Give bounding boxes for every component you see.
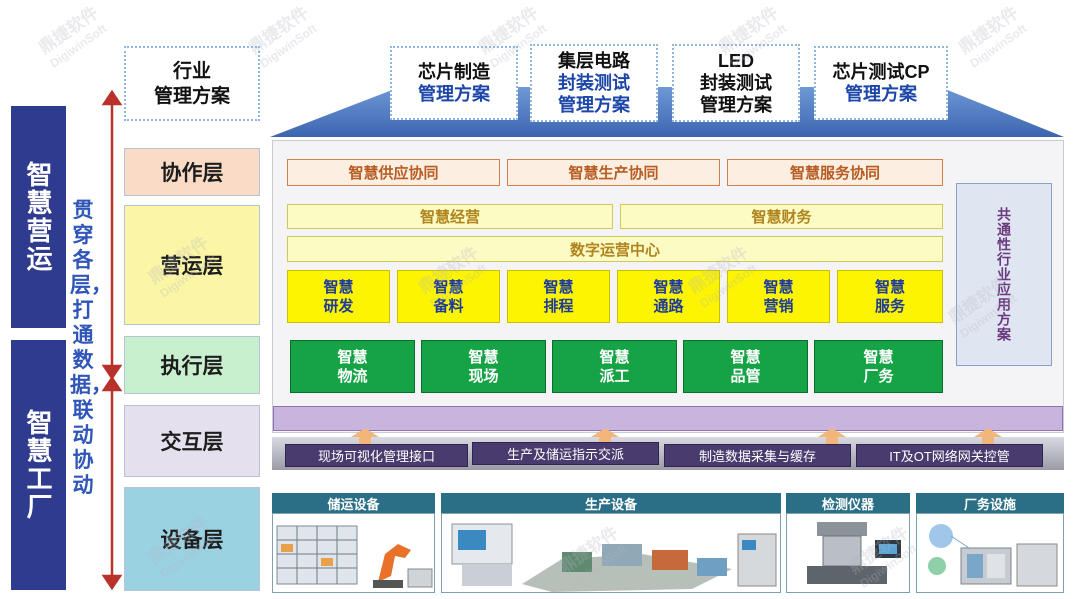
- interface-gateway: IT及OT网络网关控管: [856, 444, 1043, 467]
- equip-cat-inspection: 检测仪器: [786, 493, 910, 513]
- smart-operation-bar: 智慧营运: [11, 106, 66, 328]
- arrow-lower-head: [104, 378, 120, 390]
- equip-cat-storage: 储运设备: [272, 493, 435, 513]
- equip-img-storage: [272, 513, 435, 593]
- interface-instruction: 生产及储运指示交派: [472, 442, 659, 465]
- op-smart-finance: 智慧财务: [620, 204, 943, 229]
- inspection-illustration: [787, 514, 910, 593]
- arrow-upper-head: [104, 92, 120, 104]
- layer-collaboration: 协作层: [124, 148, 260, 196]
- solution-led-line1: LED: [718, 50, 754, 72]
- exec-dispatch: 智慧 派工: [552, 340, 677, 393]
- smart-factory-bar: 智慧工厂: [11, 340, 66, 590]
- op-smart-business: 智慧经营: [287, 204, 613, 229]
- connector-1: [351, 428, 381, 444]
- solution-chip-line1: 芯片制造: [418, 61, 490, 83]
- exec-quality: 智慧 品管: [683, 340, 808, 393]
- equip-img-inspection: [786, 513, 910, 593]
- solution-ic-line2: 封装测试 管理方案: [558, 72, 630, 116]
- solution-cp-line2: 管理方案: [845, 83, 917, 105]
- exec-logistics: 智慧 物流: [290, 340, 415, 393]
- op-box-marketing: 智慧 营销: [727, 270, 830, 323]
- common-industry-text: 共通性行业应用方案: [994, 207, 1014, 342]
- solution-chip-line2: 管理方案: [418, 83, 490, 105]
- solution-chip-test-cp: 芯片测试CP 管理方案: [814, 46, 948, 120]
- collab-supply: 智慧供应协同: [287, 159, 500, 186]
- solution-led-line2: 封装测试 管理方案: [700, 72, 772, 116]
- equip-img-facility: [916, 513, 1064, 593]
- equip-cat-facility: 厂务设施: [916, 493, 1064, 513]
- connector-3: [818, 428, 848, 444]
- arrow-lower-tail: [104, 576, 120, 588]
- solution-ic-line1: 集层电路: [558, 50, 630, 72]
- layer-equipment: 设备层: [124, 487, 260, 591]
- op-box-service: 智慧 服务: [837, 270, 943, 323]
- solution-led-packaging: LED 封装测试 管理方案: [672, 44, 800, 122]
- op-box-schedule: 智慧 排程: [507, 270, 610, 323]
- op-box-channel: 智慧 通路: [617, 270, 720, 323]
- production-illustration: [442, 514, 781, 593]
- industry-solution-box: 行业 管理方案: [124, 46, 260, 121]
- common-industry-panel: 共通性行业应用方案: [956, 183, 1052, 366]
- layer-execution: 执行层: [124, 336, 260, 394]
- layer-interaction: 交互层: [124, 405, 260, 477]
- op-box-material: 智慧 备料: [397, 270, 500, 323]
- solution-cp-line1: 芯片测试CP: [832, 61, 929, 83]
- equip-img-production: [441, 513, 781, 593]
- facility-illustration: [917, 514, 1064, 593]
- layer-operation: 营运层: [124, 205, 260, 325]
- connector-4: [974, 428, 1004, 444]
- exec-site: 智慧 现场: [421, 340, 546, 393]
- interface-data-collect: 制造数据采集与缓存: [664, 444, 851, 467]
- exec-facility: 智慧 厂务: [814, 340, 943, 393]
- op-box-rd: 智慧 研发: [287, 270, 390, 323]
- interface-visual: 现场可视化管理接口: [285, 444, 468, 467]
- equip-cat-production: 生产设备: [441, 493, 781, 513]
- op-digital-center: 数字运营中心: [287, 236, 943, 262]
- platform-bar: [273, 406, 1063, 431]
- solution-chip-manufacturing: 芯片制造 管理方案: [390, 46, 518, 120]
- storage-illustration: [273, 514, 435, 593]
- collab-service: 智慧服务协同: [727, 159, 943, 186]
- collab-production: 智慧生产协同: [507, 159, 720, 186]
- solution-ic-packaging: 集层电路 封装测试 管理方案: [530, 44, 658, 122]
